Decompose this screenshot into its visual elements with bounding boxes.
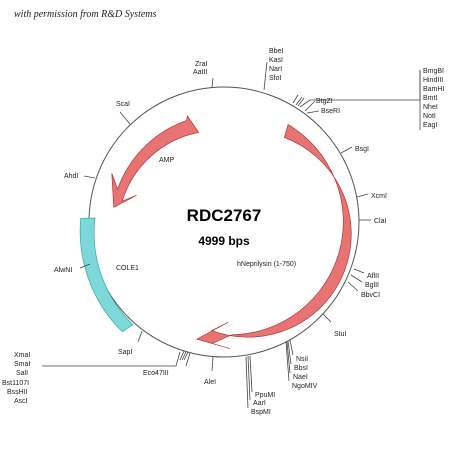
site-ahdi: AhdI bbox=[64, 173, 78, 180]
feature-label-hneprilysin: hNeprilysin (1-750) bbox=[237, 261, 296, 268]
site-bglii: BglII bbox=[365, 282, 379, 289]
site-aatii: AatII bbox=[193, 69, 207, 76]
site-ppumi: PpuMI bbox=[255, 392, 275, 399]
site-sapi: SapI bbox=[118, 349, 132, 356]
site-aari: AarI bbox=[253, 400, 266, 407]
site-smai: SmaI bbox=[14, 361, 30, 368]
plasmid-name: RDC2767 bbox=[187, 206, 262, 225]
site-aflii: AflII bbox=[367, 273, 379, 280]
site-zrai: ZraI bbox=[195, 61, 208, 68]
site-bseri: BseRI bbox=[321, 108, 340, 115]
site-nhei: NheI bbox=[423, 104, 438, 111]
site-asci: AscI bbox=[14, 398, 28, 405]
site-alwni: AlwNI bbox=[54, 267, 72, 274]
hneprilysin-arrow bbox=[195, 124, 352, 349]
feature-label-cole1: COLE1 bbox=[116, 265, 139, 272]
site-ticks bbox=[42, 61, 421, 409]
site-nari: NarI bbox=[269, 66, 282, 73]
site-bmti: BmtI bbox=[423, 95, 437, 102]
site-bbsi: BbsI bbox=[294, 365, 308, 372]
site-sali: SalI bbox=[16, 370, 28, 377]
site-nsii: NsiI bbox=[296, 356, 308, 363]
site-bbvci: BbvCI bbox=[361, 292, 380, 299]
site-bsgi: BsgI bbox=[355, 146, 369, 153]
site-hindiii: HindIII bbox=[423, 77, 443, 84]
feature-label-amp: AMP bbox=[159, 157, 175, 164]
site-bbei: BbeI bbox=[269, 48, 283, 55]
site-naei: NaeI bbox=[293, 374, 308, 381]
site-stui: StuI bbox=[334, 331, 347, 338]
site-scai: ScaI bbox=[116, 101, 130, 108]
site-clai: ClaI bbox=[374, 218, 387, 225]
site-eagi: EagI bbox=[423, 122, 437, 129]
cole1-arc bbox=[79, 217, 134, 333]
amp-arrow bbox=[111, 115, 200, 208]
site-bmgbi: BmgBI bbox=[423, 68, 444, 75]
site-kasi: KasI bbox=[269, 57, 283, 64]
site-xmai: XmaI bbox=[14, 352, 30, 359]
site-sfoi: SfoI bbox=[269, 75, 282, 82]
site-alei: AleI bbox=[204, 379, 216, 386]
site-eco47iii: Eco47III bbox=[143, 370, 169, 377]
plasmid-size: 4999 bps bbox=[198, 234, 250, 248]
site-xcmi: XcmI bbox=[371, 193, 387, 200]
site-bsshii: BssHII bbox=[7, 389, 28, 396]
site-bst1107i: Bst1107I bbox=[2, 380, 29, 387]
site-bamhi: BamHI bbox=[423, 86, 444, 93]
site-ngomiv: NgoMIV bbox=[292, 383, 318, 390]
site-btgzi: BtgZI bbox=[316, 98, 333, 105]
credit-note: with permission from R&D Systems bbox=[14, 9, 157, 20]
site-bspmi: BspMI bbox=[251, 409, 271, 416]
site-noti: NotI bbox=[423, 113, 436, 120]
